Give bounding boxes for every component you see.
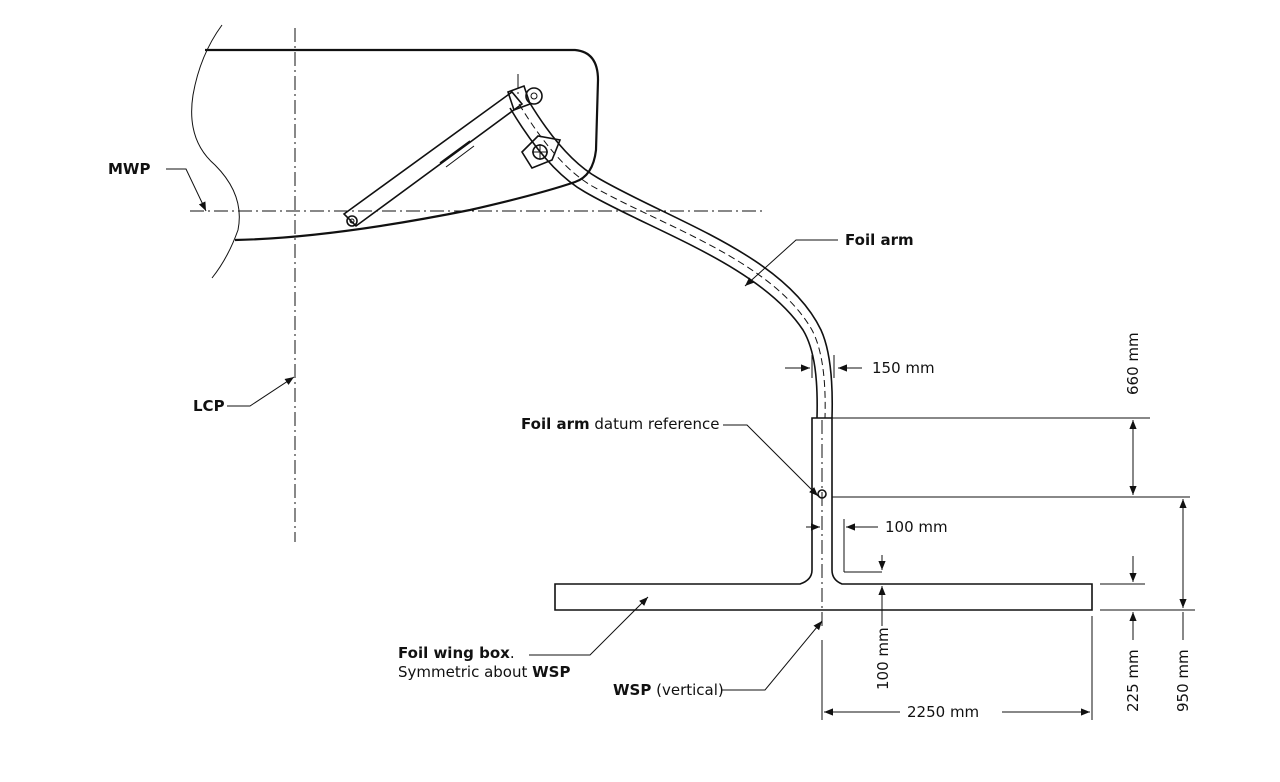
wsp-vertical-label: WSP (vertical) [613, 681, 724, 699]
symmetric-text: Symmetric about [398, 663, 532, 681]
dim-half-span [821, 616, 1093, 720]
datum-reference-label: Foil arm datum reference [521, 415, 719, 433]
dim-box-thickness [1100, 556, 1195, 640]
wing-box-bold: Foil wing box [398, 644, 510, 662]
dim-150-label: 150 mm [872, 359, 935, 377]
foil-arm [509, 99, 834, 419]
leaders [166, 168, 838, 691]
symmetric-label: Symmetric about WSP [398, 663, 570, 681]
wsp-vertical-text: (vertical) [651, 681, 723, 699]
wing-box-period: . [510, 644, 515, 662]
dim-100-fillet-label: 100 mm [874, 627, 892, 690]
mwp-label: MWP [108, 160, 150, 178]
datum-foil-arm-bold: Foil arm [521, 415, 590, 433]
dim-2250-label: 2250 mm [907, 703, 979, 721]
lcp-label: LCP [193, 397, 225, 415]
hull [191, 24, 600, 279]
wing-box-label: Foil wing box. [398, 644, 515, 662]
dim-100-stem-label: 100 mm [885, 518, 948, 536]
symmetric-wsp-bold: WSP [532, 663, 570, 681]
wsp-vertical-bold: WSP [613, 681, 651, 699]
dim-arm-width [785, 355, 862, 378]
dim-arm-height [832, 417, 1190, 498]
hydraulic-ram [342, 84, 543, 228]
foil-wing-box [554, 417, 1093, 630]
dim-660-label: 660 mm [1124, 332, 1142, 395]
datum-reference-text: datum reference [590, 415, 720, 433]
foil-arm-label: Foil arm [845, 231, 914, 249]
dim-950-label: 950 mm [1174, 649, 1192, 712]
dim-stem-offset [806, 519, 882, 573]
dim-225-label: 225 mm [1124, 649, 1142, 712]
